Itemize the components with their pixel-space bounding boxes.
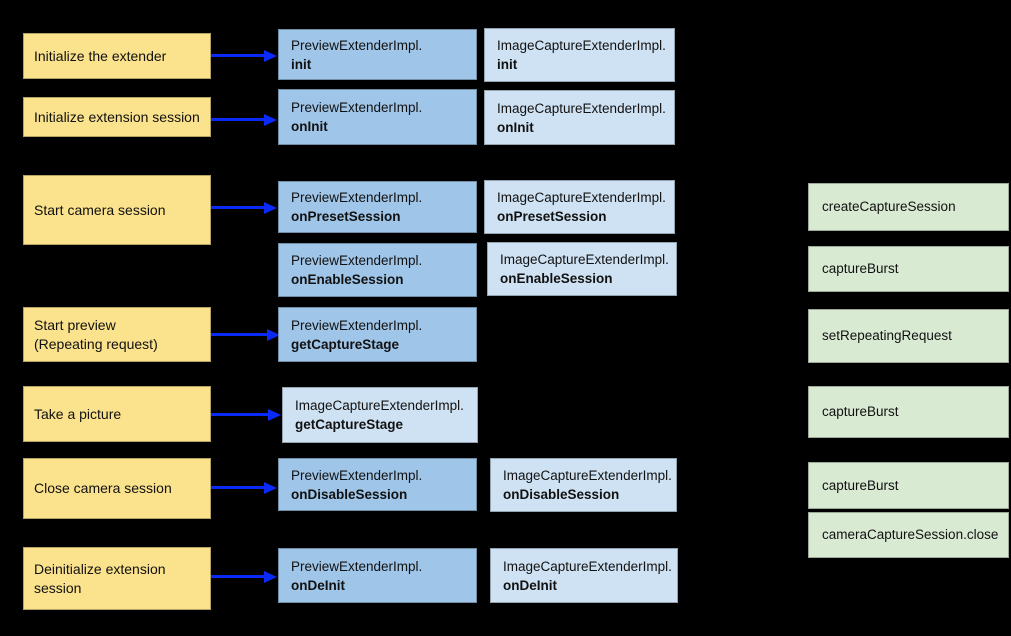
method-class-label: PreviewExtenderImpl. (291, 37, 423, 53)
method-name-label: onDisableSession (503, 487, 620, 502)
method-class-label: ImageCaptureExtenderImpl. (497, 100, 666, 116)
step-deinitialize-extension-session: Deinitialize extension session (23, 547, 211, 610)
method-preview-ondisablesession: PreviewExtenderImpl. onDisableSession (278, 458, 477, 511)
method-class-label: ImageCaptureExtenderImpl. (497, 190, 666, 205)
method-name-label: onDeInit (291, 577, 345, 593)
camera2-setrepeatingrequest: setRepeatingRequest (808, 309, 1009, 363)
step-start-camera-session: Start camera session (23, 175, 211, 245)
camera2-createcapturesession: createCaptureSession (808, 183, 1009, 231)
camera2-captureburst-1: captureBurst (808, 246, 1009, 292)
arrow-initialize-extension-session (211, 113, 277, 126)
arrow-start-preview (211, 328, 280, 341)
method-name-label: onPresetSession (291, 209, 401, 224)
method-preview-onpresetsession: PreviewExtenderImpl. onPresetSession (278, 181, 477, 233)
method-imagecapture-onenablesession: ImageCaptureExtenderImpl. onEnableSessio… (487, 242, 677, 296)
arrow-start-camera-session (211, 201, 277, 214)
method-class-label: PreviewExtenderImpl. (291, 467, 423, 483)
arrow-initialize-the-extender (211, 49, 277, 62)
method-imagecapture-oninit: ImageCaptureExtenderImpl. onInit (484, 90, 675, 145)
method-class-label: ImageCaptureExtenderImpl. (497, 38, 666, 53)
method-name-label: onInit (497, 119, 534, 135)
method-class-label: PreviewExtenderImpl. (291, 558, 423, 574)
step-initialize-extension-session: Initialize extension session (23, 97, 211, 137)
method-imagecapture-ondeinit: ImageCaptureExtenderImpl. onDeInit (490, 548, 678, 603)
method-name-label: onInit (291, 119, 328, 134)
method-class-label: ImageCaptureExtenderImpl. (295, 398, 464, 413)
method-preview-oninit: PreviewExtenderImpl. onInit (278, 89, 477, 145)
method-name-label: onDeInit (503, 577, 557, 593)
method-name-label: init (497, 57, 518, 72)
method-imagecapture-getcapturestage: ImageCaptureExtenderImpl. getCaptureStag… (282, 387, 478, 443)
method-name-label: onPresetSession (497, 209, 607, 224)
method-class-label: ImageCaptureExtenderImpl. (503, 558, 672, 574)
method-imagecapture-ondisablesession: ImageCaptureExtenderImpl. onDisableSessi… (490, 458, 677, 512)
method-preview-ondeinit: PreviewExtenderImpl. onDeInit (278, 548, 477, 603)
method-preview-getcapturestage: PreviewExtenderImpl. getCaptureStage (278, 307, 477, 362)
method-name-label: onEnableSession (500, 271, 613, 286)
method-imagecapture-init: ImageCaptureExtenderImpl. init (484, 28, 675, 82)
method-class-label: PreviewExtenderImpl. (291, 100, 423, 115)
camera2-captureburst-3: captureBurst (808, 462, 1009, 509)
arrow-deinitialize-extension-session (211, 570, 277, 583)
method-name-label: onEnableSession (291, 272, 404, 287)
method-name-label: getCaptureStage (295, 417, 404, 432)
step-close-camera-session: Close camera session (23, 458, 211, 519)
method-preview-init: PreviewExtenderImpl. init (278, 29, 477, 80)
step-start-preview: Start preview (Repeating request) (23, 307, 211, 362)
method-class-label: ImageCaptureExtenderImpl. (503, 468, 672, 483)
method-class-label: ImageCaptureExtenderImpl. (500, 252, 669, 267)
step-take-a-picture: Take a picture (23, 386, 211, 442)
method-class-label: PreviewExtenderImpl. (291, 253, 423, 268)
method-class-label: PreviewExtenderImpl. (291, 190, 423, 205)
arrow-take-a-picture (211, 408, 281, 421)
camera2-cameracapturesession-close: cameraCaptureSession.close (808, 512, 1009, 558)
camera2-captureburst-2: captureBurst (808, 386, 1009, 438)
arrow-close-camera-session (211, 481, 277, 494)
step-initialize-the-extender: Initialize the extender (23, 33, 211, 79)
method-name-label: getCaptureStage (291, 336, 400, 352)
method-class-label: PreviewExtenderImpl. (291, 317, 423, 333)
method-preview-onenablesession: PreviewExtenderImpl. onEnableSession (278, 243, 477, 297)
method-name-label: init (291, 56, 312, 72)
method-name-label: onDisableSession (291, 486, 408, 502)
method-imagecapture-onpresetsession: ImageCaptureExtenderImpl. onPresetSessio… (484, 180, 675, 234)
